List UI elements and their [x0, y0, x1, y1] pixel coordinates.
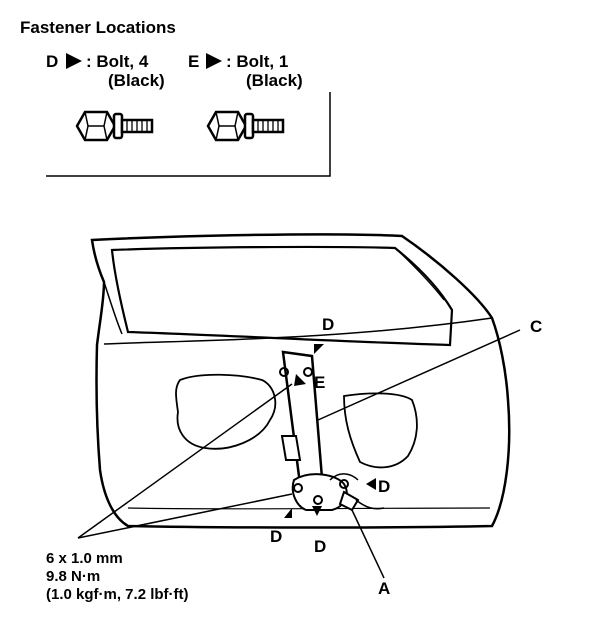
legend-d-color: (Black)	[108, 71, 165, 90]
legend-item-e: E : Bolt, 1 (Black)	[188, 52, 303, 142]
door-outline	[90, 233, 511, 529]
torque-kgf: (1.0 kgf·m, 7.2 lbf·ft)	[46, 586, 189, 603]
bolt-hole-bottom-left	[293, 483, 303, 493]
callout-d-left: D	[270, 527, 282, 546]
callout-d-right: D	[378, 477, 390, 496]
legend-d-arrow-icon	[66, 53, 82, 69]
callout-e: E	[314, 373, 325, 392]
panel-opening-right	[343, 392, 418, 469]
arrow-e-icon	[294, 374, 306, 386]
bolt-d-icon	[75, 110, 154, 142]
torque-size: 6 x 1.0 mm	[46, 550, 123, 567]
legend-e-letter: E	[188, 52, 199, 71]
legend-d-name: : Bolt, 4	[86, 52, 149, 71]
leader-lines	[77, 329, 521, 579]
callout-d-top: D	[322, 315, 334, 334]
callout-c: C	[530, 317, 542, 336]
arrow-d-left-icon	[284, 508, 292, 518]
door-drawing	[90, 233, 511, 529]
legend-item-d: D : Bolt, 4 (Black)	[46, 52, 165, 142]
bolt-hole-bottom-center	[313, 495, 323, 505]
connector-a	[338, 490, 360, 512]
legend-d-letter: D	[46, 52, 58, 71]
torque-nm: 9.8 N·m	[46, 568, 100, 585]
legend-e-color: (Black)	[246, 71, 303, 90]
legend-title: Fastener Locations	[20, 18, 176, 37]
bolt-e-icon	[206, 110, 285, 142]
legend-e-arrow-icon	[206, 53, 222, 69]
legend-frame	[46, 92, 331, 177]
arrow-d-bottom-icon	[312, 506, 322, 516]
bolt-hole-e	[279, 367, 289, 377]
bolt-hole-top-d	[303, 367, 313, 377]
callout-a: A	[378, 579, 390, 598]
arrow-d-top-icon	[314, 344, 324, 354]
callout-d-bottom: D	[314, 537, 326, 556]
legend-e-name: : Bolt, 1	[226, 52, 288, 71]
callout-arrows	[284, 344, 376, 518]
panel-opening-left	[175, 373, 277, 450]
bolt-hole-bottom-right	[339, 479, 349, 489]
window-frame	[110, 245, 454, 347]
arrow-d-right-icon	[366, 478, 376, 490]
